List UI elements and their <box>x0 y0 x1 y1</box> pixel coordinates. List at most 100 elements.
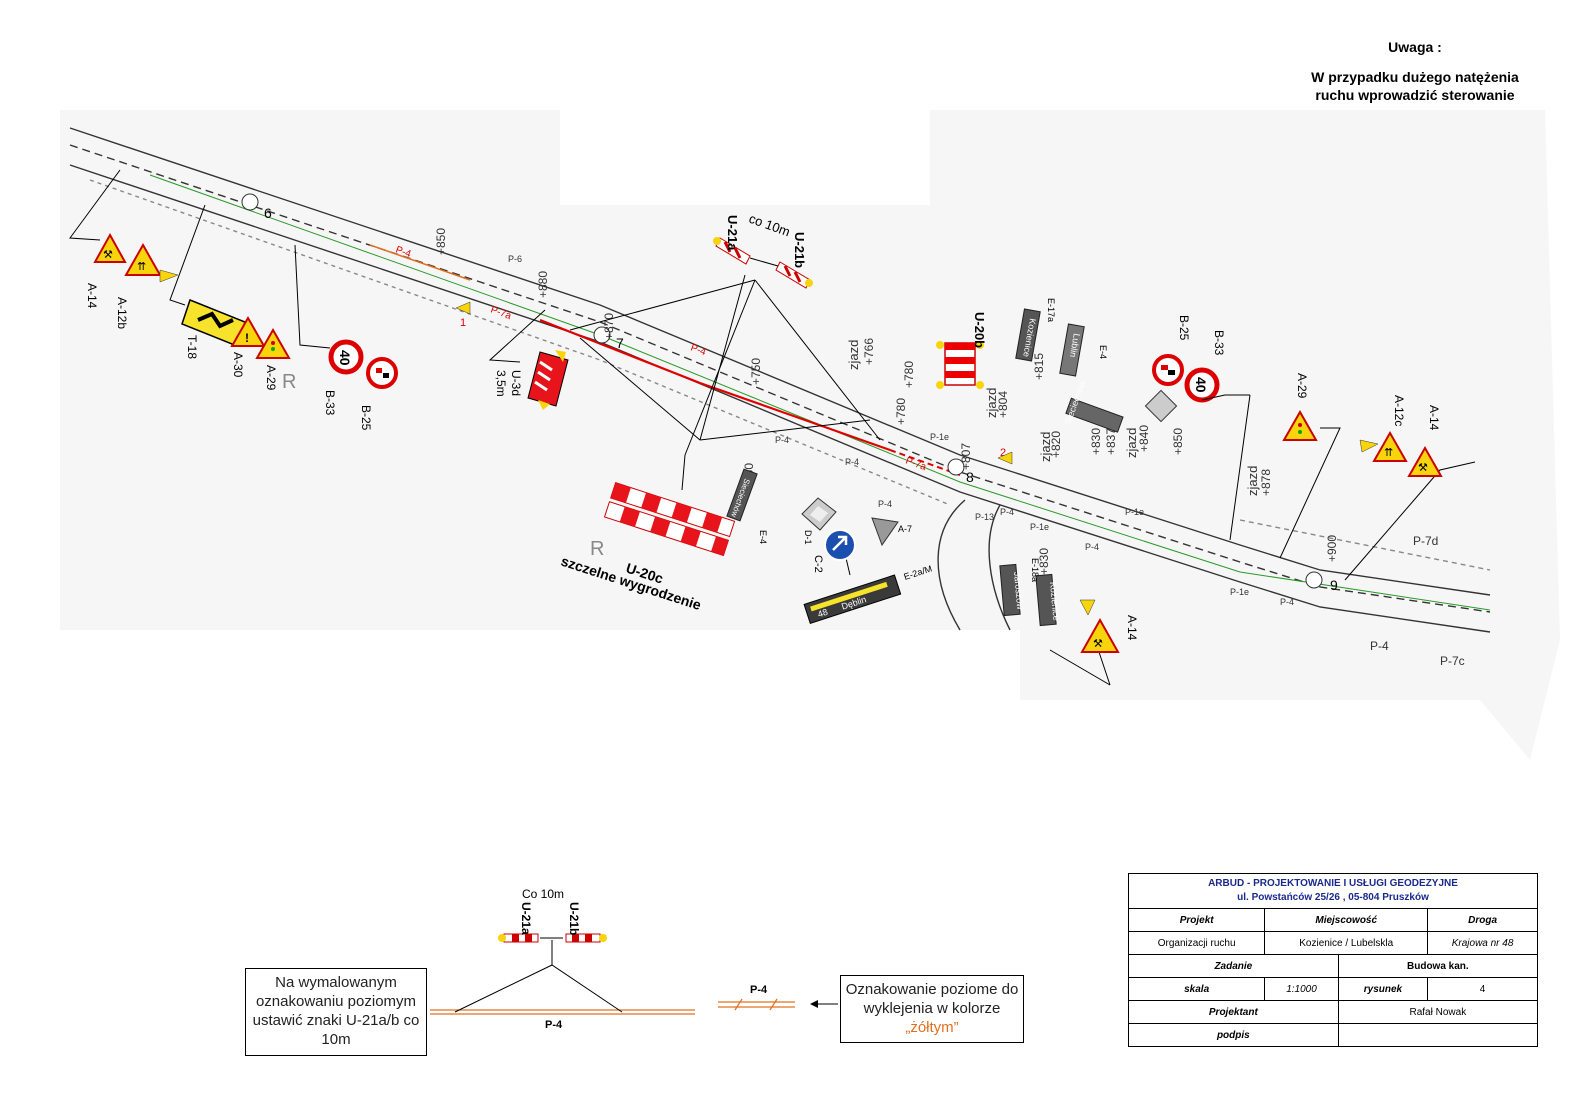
label-p4-4: P-4 <box>845 457 859 467</box>
sign-a7 <box>871 517 899 547</box>
svg-text:⚒: ⚒ <box>1093 638 1103 650</box>
svg-text:zjazd: zjazd <box>1124 428 1139 458</box>
svg-text:+830: +830 <box>1037 548 1051 575</box>
svg-text:+807: +807 <box>959 443 973 470</box>
label-p4-2: P-4 <box>689 342 708 358</box>
direction-sign-deblin: 48 Dęblin <box>803 574 902 625</box>
label-p4-5: P-4 <box>1000 507 1014 517</box>
sign-a12b: ⇈ <box>124 242 162 276</box>
sign-u20b <box>936 341 984 389</box>
sign-b33-right: 40 <box>1184 367 1220 403</box>
svg-text:+750: +750 <box>749 358 763 385</box>
value-projekt: Organizacji ruchu <box>1127 931 1266 955</box>
svg-text:+840: +840 <box>1137 425 1151 452</box>
marker-cone-2 <box>997 451 1013 465</box>
label-b33-right: B-33 <box>1212 330 1226 356</box>
svg-text:+804: +804 <box>996 391 1010 418</box>
header-droga: Droga <box>1427 908 1538 932</box>
road-edge-bottom <box>69 164 1491 633</box>
detail-u21b-sign <box>565 933 607 943</box>
svg-text:+900: +900 <box>1325 535 1339 562</box>
svg-text:7: 7 <box>616 335 624 351</box>
detail-note-right-color: „żółtym” <box>905 1019 959 1036</box>
red-work-zone-dashed <box>889 449 961 476</box>
road <box>69 127 1491 633</box>
svg-text:48: 48 <box>816 607 829 620</box>
label-a12b: A-12b <box>115 297 129 329</box>
worker-icon: ⚒ <box>103 249 113 261</box>
orange-marking-line <box>369 244 471 281</box>
label-c2: C-2 <box>812 555 824 573</box>
company-address: ul. Powstańców 25/26 , 05-804 Pruszków <box>1237 892 1429 903</box>
label-b25-right: B-25 <box>1177 315 1191 341</box>
detail-u21a-sign <box>498 933 539 943</box>
signal-lamp-right <box>1359 439 1379 453</box>
svg-text:+780: +780 <box>894 398 908 425</box>
label-p1e-2: P-1e <box>1030 522 1049 532</box>
detail-p4-side: P-4 <box>750 984 768 996</box>
sign-b25-right <box>1152 354 1184 386</box>
label-a30: A-30 <box>231 352 245 378</box>
header-podpis: podpis <box>1128 1023 1339 1047</box>
label-p7c: P-7c <box>1440 654 1465 668</box>
title-block: ARBUD - PROJEKTOWANIE I USŁUGI GEODEZYJN… <box>1127 873 1539 1047</box>
label-p4-3: P-4 <box>775 435 789 445</box>
label-p6: P-6 <box>508 254 522 264</box>
svg-text:zjazd: zjazd <box>1245 466 1260 496</box>
label-e18a: E-18a <box>1030 558 1040 582</box>
svg-text:!: ! <box>245 331 249 345</box>
label-p1e-1: P-1e <box>930 432 949 442</box>
svg-text:8: 8 <box>966 469 974 485</box>
detail-drawing: Co 10m U-21a U-21b P-4 P-4 <box>430 887 838 1031</box>
label-b25-left: B-25 <box>359 405 373 431</box>
svg-text:+780: +780 <box>902 361 916 388</box>
label-t18: T-18 <box>185 335 199 359</box>
value-miejscowosc: Kozienice / Lubelskla <box>1264 931 1429 955</box>
signal-lamp-left <box>159 269 179 283</box>
svg-text:⇈: ⇈ <box>137 261 146 273</box>
junction-curve-left <box>937 499 966 631</box>
detail-leader <box>454 964 623 1013</box>
signal-lamp-bottom <box>1079 599 1096 616</box>
road-axis <box>69 144 1491 613</box>
label-u3d: U-3d <box>509 370 523 396</box>
survey-points: 6 7 8 9 <box>241 193 1338 593</box>
label-e4-top: E-4 <box>1098 345 1108 359</box>
sign-a30: ! <box>230 315 266 347</box>
label-p13: P-13 <box>975 512 994 522</box>
sign-b25-left <box>366 357 398 389</box>
svg-text:Lublin: Lublin <box>1068 333 1082 358</box>
svg-text:+878: +878 <box>1259 469 1273 496</box>
red-marker-1: 1 <box>460 317 466 329</box>
svg-text:40: 40 <box>337 350 353 366</box>
svg-text:⚒: ⚒ <box>1418 462 1428 474</box>
label-u21a-top: U-21a <box>725 215 740 251</box>
sign-a14-right: ⚒ <box>1407 445 1443 477</box>
svg-text:9: 9 <box>1330 577 1338 593</box>
svg-text:zjazd: zjazd <box>984 388 999 418</box>
label-u20b: U-20b <box>972 312 987 348</box>
svg-text:+766: +766 <box>862 338 876 365</box>
label-b33-left: B-33 <box>323 390 337 416</box>
label-r-middle: R <box>590 538 604 560</box>
header-projekt: Projekt <box>1127 908 1266 932</box>
label-e4-left: E-4 <box>758 530 768 544</box>
svg-text:Kozienice: Kozienice <box>1048 581 1061 621</box>
arrow-between-u21 <box>749 257 779 267</box>
sign-a29-right <box>1282 409 1318 441</box>
detail-u21a-label: U-21a <box>519 902 533 935</box>
company-name: ARBUD - PROJEKTOWANIE I USŁUGI GEODEZYJN… <box>1208 878 1458 889</box>
label-p4-8: P-4 <box>878 499 892 509</box>
label-u21b-top: U-21b <box>792 232 807 268</box>
driveway-labels: zjazd zjazd zjazd zjazd zjazd <box>846 340 1260 496</box>
svg-text:+815: +815 <box>1032 353 1046 380</box>
label-u3d-distance: 3,5m <box>494 370 508 397</box>
value-rysunek: 4 <box>1427 977 1538 1001</box>
sign-u3d <box>527 350 569 410</box>
label-p1e-3: P-1e <box>1125 507 1144 517</box>
header-skala: skala <box>1127 977 1266 1001</box>
red-marker-2: 2 <box>1000 447 1006 459</box>
green-line <box>149 174 1491 611</box>
label-a14-bottom: A-14 <box>1125 615 1139 641</box>
svg-text:+837: +837 <box>1104 428 1118 455</box>
